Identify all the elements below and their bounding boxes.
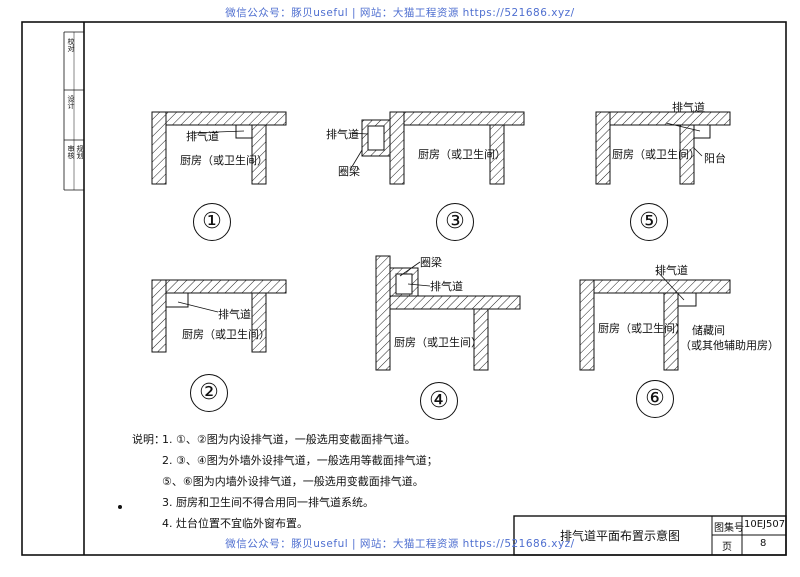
d6-label-flue: 排气道 (655, 264, 688, 277)
d2-label-room: 厨房（或卫生间） (182, 328, 270, 341)
d4-number: ④ (420, 382, 458, 420)
side-label-1: 校对 (67, 38, 75, 52)
d6-number: ⑥ (636, 380, 674, 418)
d1-number: ① (193, 203, 231, 241)
diagram-4-walls (375, 255, 521, 371)
diagram-5-walls (595, 111, 731, 185)
side-label-2: 设计 (67, 95, 75, 109)
note-item-3: 3. 厨房和卫生间不得合用同一排气道系统。 (162, 496, 374, 509)
diagram-6-walls (579, 279, 731, 371)
note-item-2b: ⑤、⑥图为内墙外设排气道，一般选用变截面排气道。 (162, 475, 424, 488)
side-label-4: 规划 (76, 145, 84, 159)
d1-label-room: 厨房（或卫生间） (180, 154, 268, 167)
note-item-1: 1. ①、②图为内设排气道，一般选用变截面排气道。 (162, 433, 416, 446)
d4-label-beam: 圈梁 (420, 256, 442, 269)
note-item-2: 2. ③、④图为外墙外设排气道，一般选用等截面排气道； (162, 454, 438, 467)
diagram-1-walls (151, 111, 287, 185)
page-label: 页 (722, 542, 732, 553)
d5-label-room: 厨房（或卫生间） (612, 148, 700, 161)
d4-label-room: 厨房（或卫生间） (394, 336, 482, 349)
atlas-value: 10EJ507 (744, 519, 786, 530)
watermark-top: 微信公众号：豚贝useful | 网站：大猫工程资源 https://52168… (225, 7, 575, 19)
atlas-label: 图集号 (714, 523, 744, 534)
stray-mark (118, 505, 122, 509)
page-value: 8 (760, 538, 767, 549)
notes-prefix: 说明： (132, 433, 165, 446)
d2-number: ② (190, 374, 228, 412)
d6-label-storage: 储藏间 (692, 324, 725, 337)
d4-label-flue: 排气道 (430, 280, 463, 293)
d6-label-storage-note: （或其他辅助用房） (680, 339, 779, 352)
title-block-title: 排气道平面布置示意图 (560, 529, 681, 543)
note-item-4: 4. 灶台位置不宜临外窗布置。 (162, 517, 308, 530)
d2-label-flue: 排气道 (218, 308, 251, 321)
d5-label-balcony: 阳台 (704, 152, 726, 165)
d1-label-flue: 排气道 (186, 130, 219, 143)
diagram-2-walls (151, 279, 287, 353)
d3-number: ③ (436, 203, 474, 241)
d3-label-beam: 圈梁 (338, 165, 360, 178)
d5-number: ⑤ (630, 203, 668, 241)
watermark-bottom: 微信公众号：豚贝useful | 网站：大猫工程资源 https://52168… (225, 538, 575, 550)
d3-label-flue: 排气道 (326, 128, 359, 141)
d6-label-room: 厨房（或卫生间） (598, 322, 686, 335)
side-label-3: 审核 (67, 145, 75, 159)
sheet-border (21, 21, 787, 556)
d5-label-flue: 排气道 (672, 101, 705, 114)
diagram-3-walls (361, 111, 525, 185)
d3-label-room: 厨房（或卫生间） (418, 148, 506, 161)
